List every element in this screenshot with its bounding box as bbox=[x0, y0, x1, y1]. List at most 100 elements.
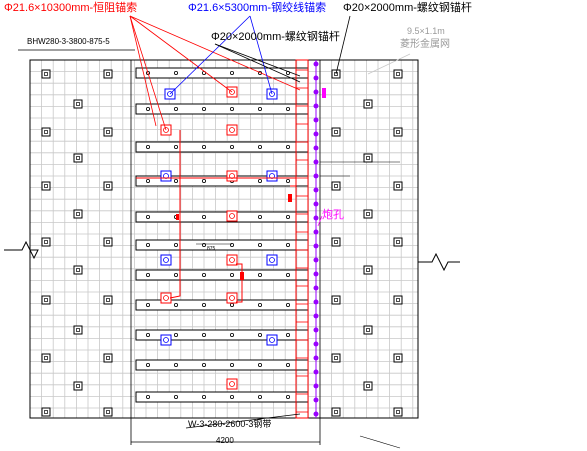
blue-anchor-cable-center bbox=[269, 337, 275, 343]
rebar-bolt-plate bbox=[106, 410, 110, 414]
rebar-bolt bbox=[331, 181, 341, 191]
red-anchor-cable-center bbox=[163, 295, 169, 301]
beam-hole bbox=[257, 272, 262, 277]
beam-hole bbox=[145, 71, 150, 76]
anchor-cables bbox=[136, 86, 326, 390]
beam-hole bbox=[173, 394, 178, 399]
rebar-bolt-plate bbox=[76, 212, 80, 216]
rebar-bolt bbox=[41, 295, 51, 305]
blast-hole bbox=[313, 201, 319, 207]
beam-hole bbox=[257, 144, 262, 149]
rebar-bolt-plate bbox=[396, 410, 400, 414]
rebar-bolt bbox=[331, 237, 341, 247]
blast-hole bbox=[313, 173, 319, 179]
blast-hole bbox=[313, 131, 319, 137]
red-anchor-cable-center bbox=[229, 257, 235, 263]
rebar-bolt-plate bbox=[44, 240, 48, 244]
rebar-bolt-plate bbox=[366, 212, 370, 216]
leader-red bbox=[129, 15, 233, 93]
beam-hole bbox=[285, 178, 290, 183]
rebar-bolt bbox=[41, 237, 51, 247]
cable-route bbox=[236, 263, 243, 303]
blast-hole bbox=[313, 229, 319, 235]
beam-hole bbox=[229, 362, 234, 367]
rebar-bolt bbox=[331, 295, 341, 305]
rebar-bolt-plate bbox=[334, 184, 338, 188]
rebar-bolt bbox=[41, 181, 51, 191]
rebar-bolt bbox=[363, 153, 373, 163]
rebar-bolt bbox=[41, 353, 51, 363]
steel-beam bbox=[135, 269, 309, 281]
rebar-bolt bbox=[73, 209, 83, 219]
red-anchor-cable bbox=[226, 292, 238, 304]
steel-beam bbox=[135, 141, 309, 153]
rebar-bolt bbox=[393, 353, 403, 363]
blast-hole bbox=[313, 369, 319, 375]
red-anchor-cable bbox=[226, 254, 238, 266]
blast-hole bbox=[313, 75, 319, 81]
cable-route bbox=[169, 130, 181, 299]
beam-hole bbox=[201, 242, 206, 247]
break-symbol-left bbox=[4, 240, 39, 260]
beam-hole bbox=[173, 302, 178, 307]
blast-hole bbox=[313, 327, 319, 333]
blast-hole bbox=[313, 215, 319, 221]
rebar-bolt-plate bbox=[106, 240, 110, 244]
label-blast-hole: 炮孔 bbox=[322, 209, 344, 221]
beam-hole bbox=[229, 242, 234, 247]
blue-anchor-cable-center bbox=[163, 257, 169, 263]
leader-black bbox=[214, 43, 301, 77]
rebar-bolt-plate bbox=[366, 384, 370, 388]
red-anchor-cable-center bbox=[229, 213, 235, 219]
beam-hole bbox=[257, 178, 262, 183]
rebar-bolt bbox=[41, 69, 51, 79]
beam-hole bbox=[201, 144, 206, 149]
beam-hole bbox=[145, 144, 150, 149]
beam-hole bbox=[201, 332, 206, 337]
beam-hole bbox=[285, 214, 290, 219]
steel-beam bbox=[135, 391, 309, 403]
beam-hole bbox=[145, 302, 150, 307]
beam-hole bbox=[285, 107, 290, 112]
beam-hole bbox=[257, 107, 262, 112]
roadway-outline bbox=[4, 59, 460, 419]
marker bbox=[240, 272, 244, 280]
rebar-bolt-plate bbox=[396, 240, 400, 244]
rebar-bolt bbox=[73, 381, 83, 391]
leader-black bbox=[185, 413, 301, 429]
rebar-bolt-plate bbox=[44, 72, 48, 76]
label-width-dimension: 4200 bbox=[216, 436, 234, 445]
dimension-lines bbox=[130, 161, 401, 449]
beam-hole bbox=[145, 178, 150, 183]
rebar-bolt-plate bbox=[106, 184, 110, 188]
beam-hole bbox=[285, 272, 290, 277]
beam-hole bbox=[229, 272, 234, 277]
red-anchor-cable bbox=[226, 170, 238, 182]
rebar-bolt-plate bbox=[106, 356, 110, 360]
leader-black bbox=[214, 43, 301, 83]
beam-hole bbox=[145, 107, 150, 112]
rebar-bolt-plate bbox=[76, 156, 80, 160]
beam-hole bbox=[257, 242, 262, 247]
beam-hole bbox=[229, 332, 234, 337]
blast-hole bbox=[313, 103, 319, 109]
marker bbox=[322, 88, 326, 98]
red-anchor-cable bbox=[226, 210, 238, 222]
rebar-bolt bbox=[103, 353, 113, 363]
blue-anchor-cable bbox=[160, 254, 172, 266]
beam-hole bbox=[201, 272, 206, 277]
leader-red bbox=[129, 15, 167, 131]
rebar-bolt-plate bbox=[106, 72, 110, 76]
blast-hole bbox=[313, 159, 319, 165]
blast-hole bbox=[313, 145, 319, 151]
red-anchor-cable-center bbox=[229, 89, 235, 95]
red-anchor-cable-center bbox=[229, 381, 235, 387]
blast-hole bbox=[313, 187, 319, 193]
beam-hole bbox=[201, 302, 206, 307]
steel-strip bbox=[295, 59, 319, 419]
rebar-bolt-plate bbox=[44, 356, 48, 360]
rebar-bolt bbox=[103, 237, 113, 247]
rebar-bolt-plate bbox=[334, 410, 338, 414]
rebar-bolt-plate bbox=[106, 130, 110, 134]
beam-hole bbox=[229, 107, 234, 112]
